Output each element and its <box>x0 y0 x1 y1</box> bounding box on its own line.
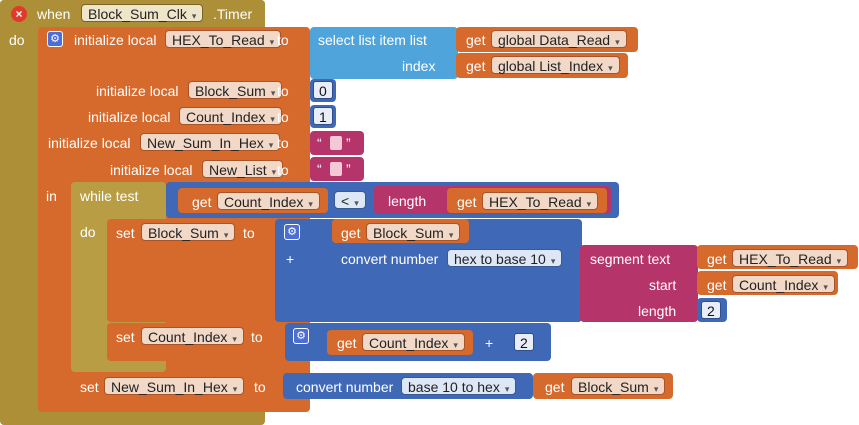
get-label: get <box>707 251 727 267</box>
in-label: in <box>46 188 57 204</box>
select-list-item-block[interactable] <box>310 27 458 79</box>
count-index-dropdown[interactable]: Count_Index <box>217 192 320 210</box>
get-label: get <box>466 58 486 74</box>
block-sum-set-dropdown[interactable]: Block_Sum <box>141 223 236 241</box>
data-read-dropdown[interactable]: global Data_Read <box>491 30 627 48</box>
loop-do-label: do <box>80 224 96 240</box>
init-hex-prefix: initialize local <box>74 32 157 48</box>
segment-length-label: length <box>638 303 677 319</box>
block-sum-var-dropdown[interactable]: Block_Sum <box>188 81 283 99</box>
segment-block[interactable] <box>580 245 698 322</box>
close-quote: ” <box>346 135 351 151</box>
to-label: to <box>277 162 289 178</box>
text-field[interactable] <box>330 162 342 176</box>
do-label: do <box>9 32 25 48</box>
number-field[interactable]: 2 <box>701 301 721 319</box>
new-list-var-dropdown[interactable]: New_List <box>202 160 284 178</box>
text-field[interactable] <box>330 136 342 150</box>
init-new-list-prefix: initialize local <box>110 162 193 178</box>
count-index-dropdown[interactable]: Count_Index <box>732 275 835 293</box>
plus-label: + <box>286 251 295 267</box>
to-label: to <box>277 135 289 151</box>
get-label: get <box>337 335 357 351</box>
select-list-label: select list item list <box>318 32 427 48</box>
hex-to-read-dropdown[interactable]: HEX_To_Read <box>482 192 599 210</box>
init-hex-var-dropdown[interactable]: HEX_To_Read <box>165 30 282 48</box>
plus-label: + <box>485 335 494 351</box>
get-label: get <box>192 194 212 210</box>
get-label: get <box>457 194 477 210</box>
index-label: index <box>402 58 436 74</box>
when-label: when <box>37 6 71 22</box>
get-label: get <box>466 32 486 48</box>
close-quote: ” <box>346 161 351 177</box>
close-icon[interactable]: × <box>11 6 27 22</box>
to-label: to <box>277 83 289 99</box>
number-field[interactable]: 0 <box>313 81 333 99</box>
to-label: to <box>243 225 255 241</box>
gear-icon[interactable]: ⚙ <box>293 328 309 344</box>
number-field[interactable]: 1 <box>313 107 333 125</box>
open-quote: “ <box>317 135 322 151</box>
set-label: set <box>116 225 135 241</box>
compare-operator-dropdown[interactable]: < <box>334 191 366 209</box>
gear-icon[interactable]: ⚙ <box>284 224 300 240</box>
gear-icon[interactable]: ⚙ <box>47 31 63 47</box>
to-label: to <box>251 329 263 345</box>
convert-mode-dropdown[interactable]: base 10 to hex <box>401 377 517 395</box>
while-test-label: while test <box>80 188 139 204</box>
count-index-set-dropdown[interactable]: Count_Index <box>141 327 244 345</box>
get-label: get <box>707 277 727 293</box>
start-label: start <box>649 277 677 293</box>
init-hex-to-label: to <box>277 32 289 48</box>
segment-text-label: segment text <box>590 251 671 267</box>
init-new-sum-prefix: initialize local <box>48 135 131 151</box>
get-label: get <box>545 379 565 395</box>
set-label: set <box>80 379 99 395</box>
open-quote: “ <box>317 161 322 177</box>
convert-mode-dropdown[interactable]: hex to base 10 <box>447 249 563 267</box>
new-sum-var-dropdown[interactable]: New_Sum_In_Hex <box>140 133 281 151</box>
set-label: set <box>116 329 135 345</box>
event-name-label: .Timer <box>213 6 253 22</box>
to-label: to <box>254 379 266 395</box>
new-sum-set-dropdown[interactable]: New_Sum_In_Hex <box>104 377 245 395</box>
init-count-index-prefix: initialize local <box>88 109 171 125</box>
convert-number-label: convert number <box>296 379 394 395</box>
count-index-var-dropdown[interactable]: Count_Index <box>179 107 282 125</box>
hex-to-read-dropdown[interactable]: HEX_To_Read <box>732 249 849 267</box>
get-label: get <box>341 225 361 241</box>
block-sum-get-dropdown[interactable]: Block_Sum <box>571 377 666 395</box>
length-label: length <box>388 193 427 209</box>
convert-number-label: convert number <box>341 251 439 267</box>
to-label: to <box>277 109 289 125</box>
list-index-dropdown[interactable]: global List_Index <box>491 56 620 74</box>
number-field[interactable]: 2 <box>514 333 534 351</box>
component-dropdown[interactable]: Block_Sum_Clk <box>81 4 204 22</box>
count-index-dropdown[interactable]: Count_Index <box>362 333 465 351</box>
init-block-sum-prefix: initialize local <box>96 83 179 99</box>
block-sum-get-dropdown[interactable]: Block_Sum <box>366 223 461 241</box>
